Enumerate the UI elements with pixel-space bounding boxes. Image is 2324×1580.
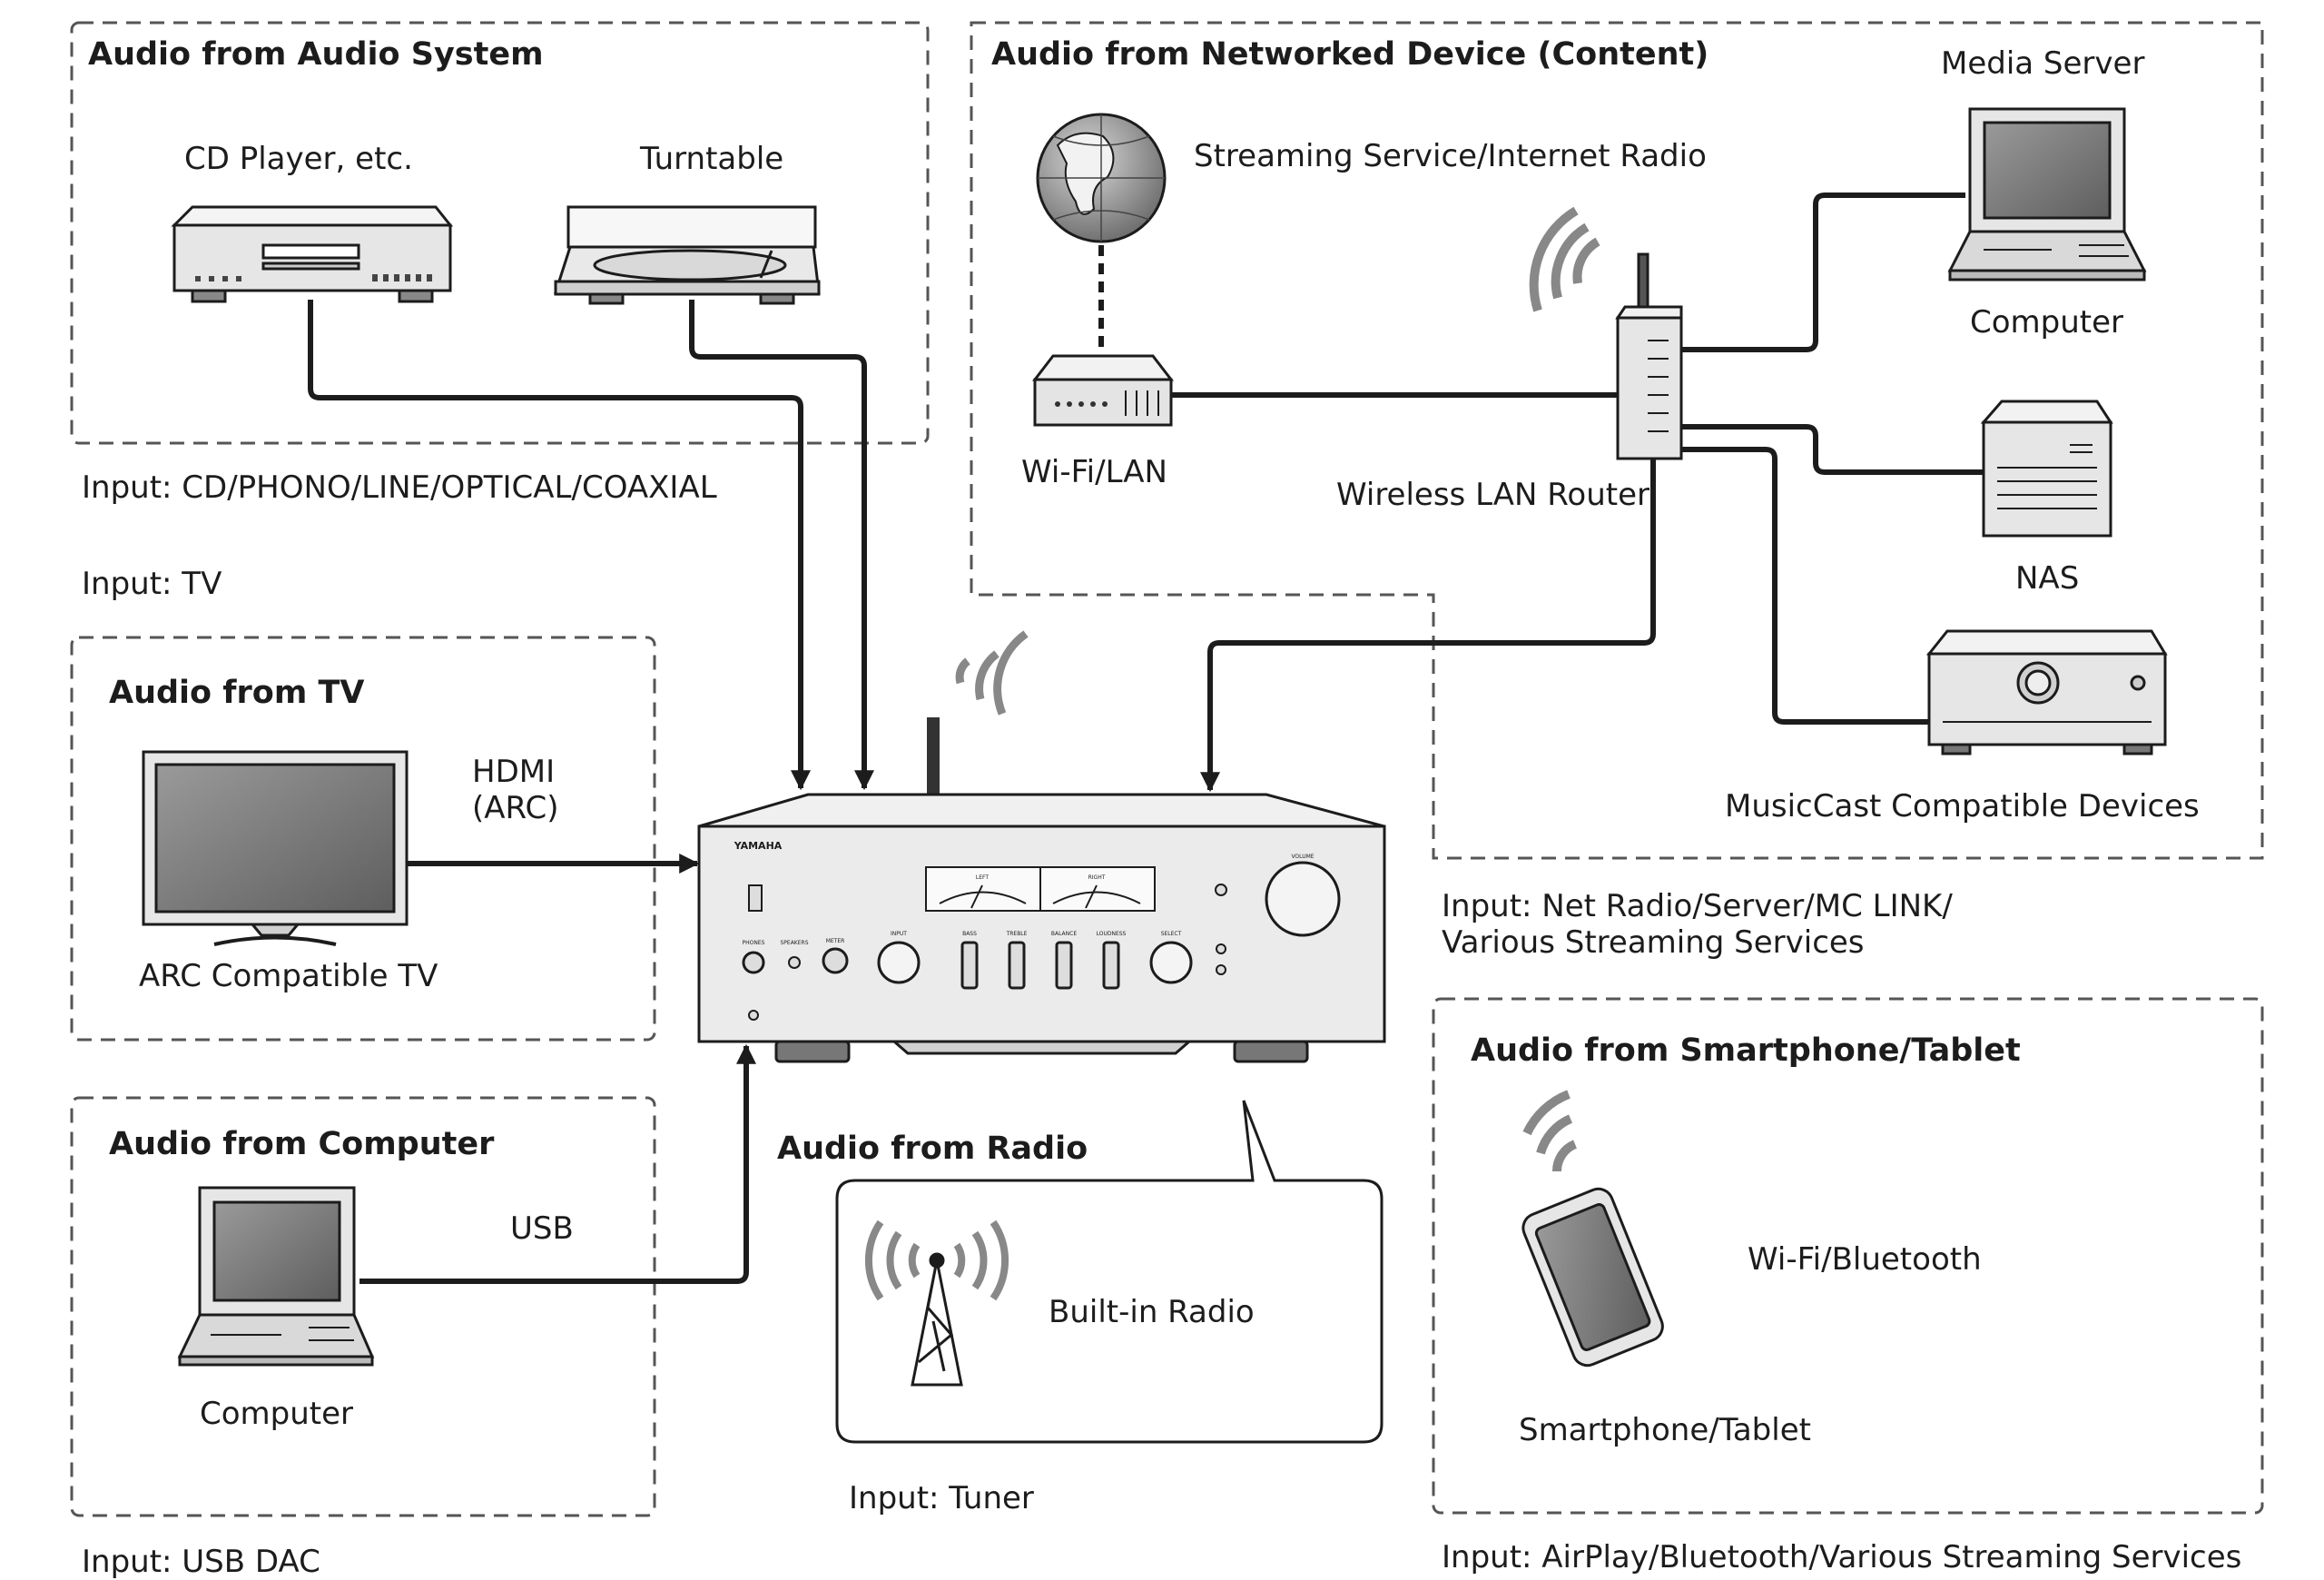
media-server-label: Media Server (1941, 45, 2145, 82)
computer-panel (70, 1096, 656, 1517)
musiccast-device-icon (1925, 629, 2168, 755)
panel-borders (70, 21, 2264, 1517)
usb-computer-icon (177, 1186, 375, 1367)
nas-icon (1980, 400, 2113, 538)
audio-system-panel (70, 21, 930, 445)
amplifier-control-label: LOUDNESS (1097, 931, 1127, 937)
connection-lines (308, 193, 1984, 1284)
streaming-service-label: Streaming Service/Internet Radio (1194, 138, 1707, 174)
router-to-amplifier-cable (1200, 459, 1656, 793)
network-panel (970, 21, 2264, 860)
wifi-bluetooth-label: Wi-Fi/Bluetooth (1748, 1241, 1982, 1278)
amplifier-meter-label: RIGHT (1088, 874, 1106, 881)
amplifier-brand-label: YAMAHA (734, 840, 783, 852)
turntable-cable (689, 300, 874, 791)
amplifier-control-label: SELECT (1161, 931, 1182, 937)
smartphone-heading: Audio from Smartphone/Tablet (1471, 1032, 2021, 1069)
amplifier-control-label: VOLUME (1291, 854, 1314, 860)
smartphone-label: Smartphone/Tablet (1519, 1412, 1811, 1448)
router-musiccast-cable (1681, 447, 1929, 725)
amplifier-control-label: TREBLE (1006, 931, 1028, 937)
amplifier-control-label: PHONES (743, 940, 765, 946)
amplifier-control-label: BALANCE (1051, 931, 1077, 937)
musiccast-label: MusicCast Compatible Devices (1725, 788, 2200, 825)
turntable-label: Turntable (640, 141, 784, 177)
media-server-computer-label: Computer (1970, 304, 2124, 341)
hdmi-arc-label: HDMI (ARC) (472, 754, 559, 827)
tv-panel (70, 636, 656, 1042)
arc-tv-label: ARC Compatible TV (139, 958, 438, 994)
audio-system-heading: Audio from Audio System (88, 36, 544, 73)
network-heading: Audio from Networked Device (Content) (991, 36, 1709, 73)
radio-tower-waves (865, 1220, 1009, 1301)
amplifier-control-label: METER (826, 938, 845, 944)
built-in-radio-label: Built-in Radio (1049, 1294, 1255, 1330)
globe-icon (1036, 113, 1167, 243)
usb-dac-input-label: Input: USB DAC (82, 1544, 320, 1580)
audio-system-input-label: Input: CD/PHONO/LINE/OPTICAL/COAXIAL (82, 469, 717, 506)
smartphone-icon (1521, 1090, 1664, 1368)
tuner-input-label: Input: Tuner (849, 1480, 1034, 1516)
amplifier-meter-label: LEFT (976, 874, 989, 881)
router-wireless-waves (1529, 206, 1600, 312)
usb-computer-label: Computer (200, 1396, 354, 1432)
smartphone-input-label: Input: AirPlay/Bluetooth/Various Streami… (1442, 1539, 2242, 1575)
amplifier-wireless-waves (955, 630, 1029, 716)
tv-heading: Audio from TV (109, 675, 365, 711)
nas-label: NAS (2015, 560, 2080, 597)
wireless-router-icon (1529, 206, 1683, 460)
wifi-lan-modem-icon (1031, 354, 1175, 427)
amplifier-control-label: INPUT (891, 931, 907, 937)
turntable-icon (553, 205, 821, 305)
amplifier-icon (697, 630, 1386, 1063)
network-input-label: Input: Net Radio/Server/MC LINK/ Various… (1442, 888, 1953, 962)
tv-input-label: Input: TV (82, 566, 222, 602)
computer-usb-cable (359, 1043, 756, 1284)
built-in-radio-bubble (835, 1100, 1384, 1444)
router-computer-cable (1681, 193, 1965, 352)
smartphone-panel (1432, 997, 2264, 1515)
usb-label: USB (510, 1210, 574, 1247)
smartphone-wireless-waves (1522, 1090, 1578, 1172)
media-server-computer-icon (1947, 107, 2147, 281)
amplifier-control-label: SPEAKERS (780, 940, 808, 946)
wifi-lan-label: Wi-Fi/LAN (1021, 454, 1167, 490)
radio-heading: Audio from Radio (777, 1131, 1088, 1167)
radio-tower-icon (865, 1220, 1009, 1387)
wireless-router-label: Wireless LAN Router (1336, 477, 1649, 513)
cd-player-cable (308, 300, 811, 791)
router-nas-cable (1681, 424, 1984, 475)
computer-heading: Audio from Computer (109, 1126, 495, 1162)
cd-player-label: CD Player, etc. (184, 141, 413, 177)
amplifier-control-label: BASS (962, 931, 977, 937)
arc-tv-icon (142, 750, 409, 946)
cd-player-icon (171, 205, 454, 303)
